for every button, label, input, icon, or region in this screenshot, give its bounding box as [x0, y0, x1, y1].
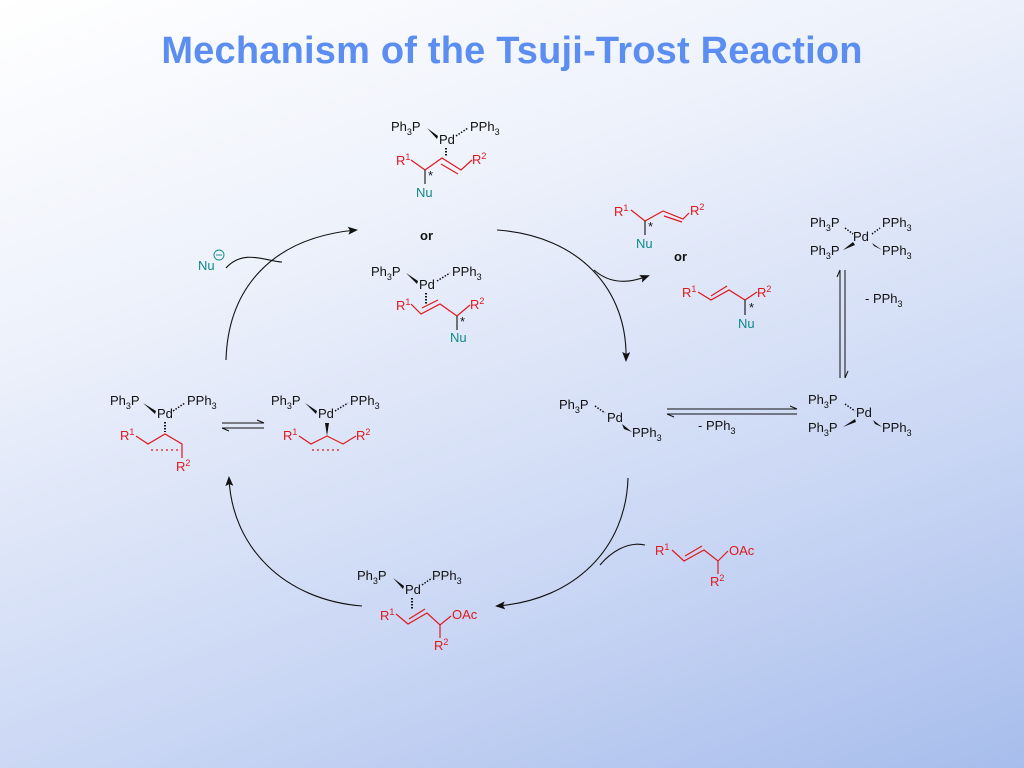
- allyl-isomer-equilibrium: [221, 419, 265, 432]
- svg-text:R1: R1: [655, 542, 669, 558]
- svg-text:Nu: Nu: [738, 316, 755, 331]
- pd-pph3-2: Ph3P Pd PPh3: [559, 397, 662, 443]
- complex-nu-left: Ph3P PPh3 Pd R1 R2 * Nu: [391, 119, 500, 200]
- svg-text:PPh3: PPh3: [632, 425, 662, 443]
- svg-text:Pd: Pd: [405, 582, 421, 597]
- svg-text:PPh3: PPh3: [470, 119, 500, 137]
- nucleophile-entry-arrow: [225, 256, 283, 269]
- svg-text:Nu: Nu: [198, 258, 215, 273]
- svg-text:Nu: Nu: [416, 185, 433, 200]
- svg-text:R2: R2: [757, 284, 771, 300]
- svg-text:Nu: Nu: [450, 330, 467, 345]
- cycle-arrow-top-right: [496, 229, 631, 362]
- svg-text:Pd: Pd: [318, 406, 334, 421]
- svg-text:Ph3P: Ph3P: [810, 243, 840, 261]
- svg-text:*: *: [460, 314, 465, 329]
- product-linear: R1 R2 * Nu: [682, 284, 771, 331]
- svg-text:Pd: Pd: [856, 405, 872, 420]
- vertical-equilibrium: [836, 269, 849, 379]
- svg-text:PPh3: PPh3: [882, 420, 912, 438]
- svg-text:OAc: OAc: [729, 543, 755, 558]
- pi-allyl-complex-right: Ph3P PPh3 Pd R1 R2: [271, 393, 380, 451]
- svg-text:PPh3: PPh3: [882, 243, 912, 261]
- cycle-arrow-bottom-right: [495, 477, 629, 610]
- svg-text:Pd: Pd: [419, 277, 435, 292]
- minus-pph3-horizontal: - PPh3: [698, 418, 736, 436]
- pd-pph3-4-right: Ph3P Pd Ph3P PPh3: [808, 392, 912, 438]
- slide-title: Mechanism of the Tsuji-Trost Reaction: [161, 30, 863, 72]
- svg-text:R2: R2: [356, 427, 370, 443]
- svg-text:Ph3P: Ph3P: [371, 264, 401, 282]
- svg-text:R1: R1: [396, 152, 410, 168]
- svg-text:*: *: [749, 300, 754, 315]
- nucleophile-anion: Nu: [198, 249, 225, 273]
- svg-text:Pd: Pd: [439, 132, 455, 147]
- svg-text:Ph3P: Ph3P: [271, 393, 301, 411]
- svg-text:R1: R1: [380, 607, 394, 623]
- or-label-products: or: [674, 249, 687, 264]
- svg-text:Pd: Pd: [157, 406, 173, 421]
- svg-text:Ph3P: Ph3P: [110, 393, 140, 411]
- cycle-arrow-top-left: [225, 226, 358, 361]
- cycle-arrow-bottom-left: [225, 476, 363, 607]
- or-label-top: or: [420, 228, 433, 243]
- svg-text:Ph3P: Ph3P: [808, 420, 838, 438]
- svg-text:R2: R2: [690, 202, 704, 218]
- svg-text:R1: R1: [396, 297, 410, 313]
- svg-text:Ph3P: Ph3P: [559, 397, 589, 415]
- svg-text:R2: R2: [176, 458, 190, 474]
- product-branched: R1 R2 * Nu: [614, 202, 704, 251]
- svg-text:PPh3: PPh3: [432, 568, 462, 586]
- svg-text:OAc: OAc: [452, 607, 478, 622]
- svg-text:Ph3P: Ph3P: [808, 392, 838, 410]
- svg-text:PPh3: PPh3: [882, 215, 912, 233]
- allyl-acetate-entry-arrow: [599, 543, 646, 566]
- svg-text:*: *: [428, 168, 433, 183]
- svg-text:Pd: Pd: [607, 410, 623, 425]
- svg-text:Pd: Pd: [853, 229, 869, 244]
- svg-text:R2: R2: [470, 296, 484, 312]
- svg-text:R2: R2: [710, 573, 724, 589]
- svg-text:R2: R2: [472, 151, 486, 167]
- pi-allyl-complex-left: Ph3P PPh3 Pd R1 R2: [110, 393, 217, 474]
- horizontal-equilibrium: [666, 405, 798, 418]
- svg-text:Ph3P: Ph3P: [357, 568, 387, 586]
- svg-text:R1: R1: [120, 427, 134, 443]
- svg-text:R1: R1: [614, 203, 628, 219]
- svg-text:PPh3: PPh3: [452, 264, 482, 282]
- svg-text:*: *: [648, 219, 653, 234]
- svg-text:PPh3: PPh3: [350, 393, 380, 411]
- allyl-acetate: R1 OAc R2: [655, 542, 755, 589]
- complex-nu-right: Ph3P PPh3 Pd R1 R2 * Nu: [371, 264, 484, 345]
- svg-text:Ph3P: Ph3P: [810, 215, 840, 233]
- minus-pph3-vertical: - PPh3: [865, 291, 903, 309]
- product-release-arrow: [593, 269, 650, 283]
- svg-text:R1: R1: [682, 284, 696, 300]
- svg-text:R2: R2: [434, 637, 448, 653]
- svg-text:PPh3: PPh3: [187, 393, 217, 411]
- pd-pph3-4-top: Ph3P PPh3 Pd Ph3P PPh3: [810, 215, 912, 261]
- svg-text:Ph3P: Ph3P: [391, 119, 421, 137]
- svg-text:R1: R1: [283, 427, 297, 443]
- pd-pi-allyl-acetate-complex: Ph3P PPh3 Pd R1 OAc R2: [357, 568, 478, 653]
- svg-text:Nu: Nu: [636, 236, 653, 251]
